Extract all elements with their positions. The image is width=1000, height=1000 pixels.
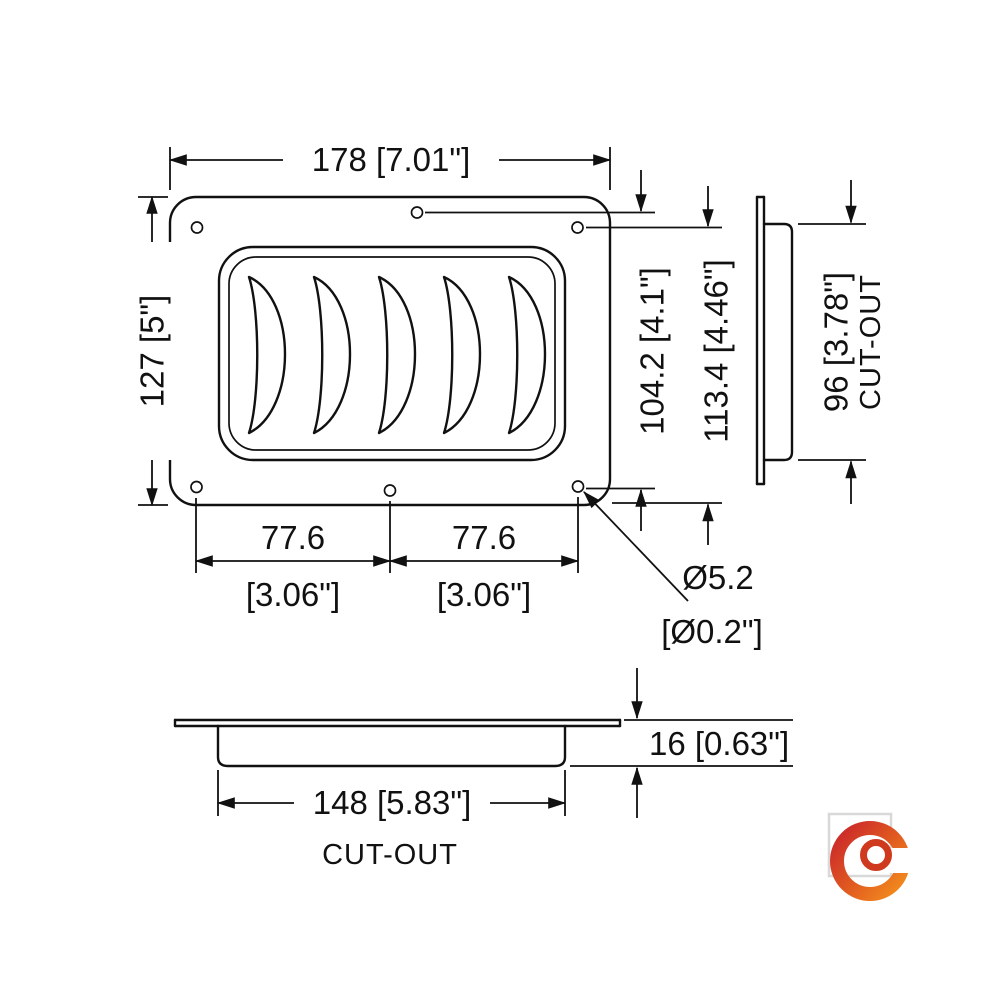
dim-width-label: 178 [7.01"] — [312, 141, 471, 178]
front-view — [168, 195, 612, 507]
dim-holes-vertical-outer-label: 113.4 [4.46"] — [698, 259, 735, 443]
dim-hole-span-left-in-label: [3.06"] — [246, 576, 340, 613]
hole-top-center — [410, 206, 424, 219]
section-cutout-label: CUT-OUT — [322, 839, 458, 871]
side-view — [755, 195, 794, 486]
section-view — [173, 718, 622, 768]
side-cutout-label: CUT-OUT — [855, 274, 887, 410]
louver-2 — [312, 275, 352, 435]
dim-hole-span-right-in-label: [3.06"] — [437, 576, 531, 613]
hole-bottom-center — [383, 484, 397, 497]
section-dish-profile — [216, 724, 567, 768]
louver-3 — [377, 275, 417, 435]
dim-depth-label: 16 [0.63"] — [649, 725, 789, 762]
dim-hole-diameter-in-label: [Ø0.2"] — [661, 613, 763, 650]
dim-section-cutout-width-label: 148 [5.83"] — [313, 784, 472, 821]
louver-5 — [507, 275, 547, 435]
logo-ring-gap — [889, 848, 917, 873]
dimension-labels: 178 [7.01"] 127 [5"] 104.2 [4.1"] 113.4 … — [134, 141, 888, 871]
hole-top-right — [571, 221, 584, 234]
hole-top-left — [190, 221, 204, 234]
dim-holes-vertical-inner-label: 104.2 [4.1"] — [634, 267, 671, 435]
dim-hole-diameter-mm-label: Ø5.2 — [682, 559, 754, 596]
hole-bottom-right — [571, 480, 585, 493]
hole-bottom-left — [190, 480, 203, 494]
louver-1 — [247, 275, 287, 435]
louver-4 — [442, 275, 482, 435]
dim-hole-span-right-mm-label: 77.6 — [452, 519, 516, 556]
dimension-lines — [132, 141, 866, 821]
dim-hole-span-left-mm-label: 77.6 — [261, 519, 325, 556]
dim-height-label: 127 [5"] — [134, 295, 171, 408]
brand-logo — [827, 812, 917, 901]
recess-outline-outer — [217, 245, 567, 462]
side-dish-profile — [762, 222, 794, 462]
dim-side-cutout-height-label: 96 [3.78"] — [818, 272, 855, 412]
mounting-holes — [190, 206, 585, 497]
logo-inner-ring — [860, 839, 892, 871]
recess-outline-inner — [228, 256, 556, 451]
louvers — [247, 275, 547, 435]
